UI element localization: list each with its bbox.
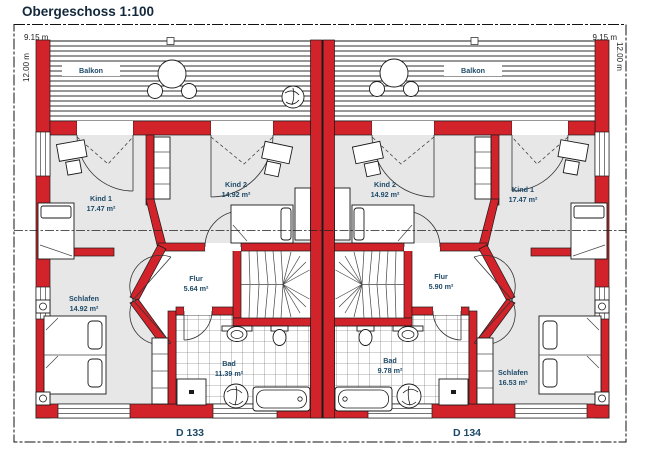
party-wall-joint — [321, 40, 324, 418]
plant-balcony — [281, 85, 305, 109]
room-area: 14.92 m² — [70, 304, 99, 313]
room-name: Bad — [222, 359, 236, 368]
double-bed — [43, 315, 107, 395]
dim-height-right: 12.00 m — [615, 42, 624, 71]
room-name: Bad — [383, 356, 397, 365]
room-area: 5.90 m² — [429, 282, 454, 291]
desk-kind2 — [261, 140, 294, 178]
shower — [176, 378, 207, 406]
room-area: 17.47 m² — [509, 195, 538, 204]
balcony-post — [166, 37, 175, 45]
unit-left-structure — [35, 37, 323, 419]
room-name: Kind 2 — [225, 180, 247, 189]
bed-kind1 — [37, 202, 75, 260]
room-labels-left: Kind 1 17.47 m² Kind 2 14.92 m² Flur 5.6… — [69, 180, 251, 378]
wardrobe-kind2 — [153, 136, 171, 200]
unit-id-right: D 134 — [453, 427, 481, 439]
plot-boundary — [13, 24, 627, 443]
room-name: Flur — [189, 274, 203, 283]
unit-right-structure — [322, 37, 610, 419]
bathtub — [252, 386, 311, 412]
dim-width-left: 9.15 m — [24, 33, 49, 42]
page-title: Obergeschoss 1:100 — [22, 4, 154, 19]
room-area: 9.78 m² — [378, 366, 403, 375]
room-area: 17.47 m² — [87, 204, 116, 213]
nightstand — [35, 299, 51, 406]
balcony-furniture-left — [62, 59, 305, 109]
room-name: Kind 1 — [90, 194, 112, 203]
room-name: Schlafen — [498, 368, 528, 377]
room-area: 14.92 m² — [371, 190, 400, 199]
room-name: Kind 2 — [374, 180, 396, 189]
room-labels-right: Kind 2 14.92 m² Kind 1 17.47 m² Flur 5.9… — [371, 180, 538, 387]
room-area: 11.39 m² — [215, 369, 244, 378]
sink — [221, 325, 253, 342]
dim-height-left: 12.00 m — [22, 53, 31, 82]
room-area: 5.64 m² — [184, 284, 209, 293]
room-name: Schlafen — [69, 294, 99, 303]
unit-id-left: D 133 — [176, 427, 204, 439]
room-name: Kind 1 — [512, 185, 534, 194]
bed-kind2 — [230, 204, 294, 244]
room-area: 14.92 m² — [222, 190, 251, 199]
balcony-furniture-right — [369, 58, 502, 97]
doors — [76, 121, 274, 346]
toilet — [270, 325, 289, 346]
dim-width-right: 9.15 m — [593, 33, 618, 42]
room-name: Flur — [434, 272, 448, 281]
wardrobe-schlafen — [151, 337, 169, 405]
desk-kind1 — [55, 139, 88, 176]
room-label-balkon-right: Balkon — [461, 66, 485, 75]
staircase — [241, 250, 310, 319]
wardrobe-kind2-side — [294, 187, 311, 241]
room-label-balkon-left: Balkon — [79, 66, 103, 75]
plant-bath — [223, 383, 249, 409]
room-area: 16.53 m² — [499, 378, 528, 387]
